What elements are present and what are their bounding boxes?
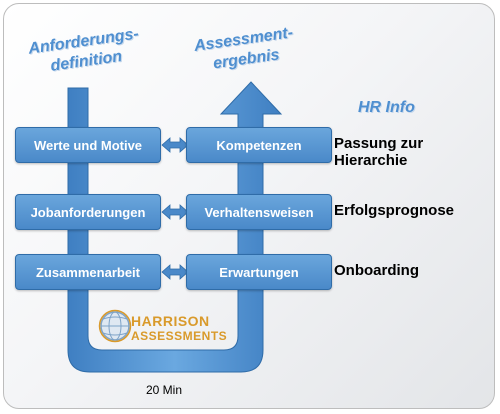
hr-info-item-onboarding: Onboarding (334, 262, 419, 279)
hr-info-title: HR Info (358, 99, 415, 116)
box-erwartungen: Erwartungen (186, 254, 332, 290)
double-arrow-row-3 (161, 264, 189, 280)
duration-label: 20 Min (146, 383, 183, 397)
box-kompetenzen: Kompetenzen (186, 127, 332, 163)
hr-info-item-erfolgsprognose: Erfolgsprognose (334, 202, 455, 219)
logo-line-2: ASSESSMENTS (131, 329, 228, 343)
box-verhaltensweisen: Verhaltensweisen (186, 194, 332, 230)
double-arrow-row-2 (161, 204, 189, 220)
box-jobanforderungen: Jobanforderungen (15, 194, 161, 230)
logo-line-1: HARRISON (131, 313, 210, 329)
hr-info-item-passung: Passung zur Hierarchie (334, 135, 424, 169)
box-werte-und-motive: Werte und Motive (15, 127, 161, 163)
box-zusammenarbeit: Zusammenarbeit (15, 254, 161, 290)
double-arrow-row-1 (161, 137, 189, 153)
globe-icon (98, 309, 132, 343)
